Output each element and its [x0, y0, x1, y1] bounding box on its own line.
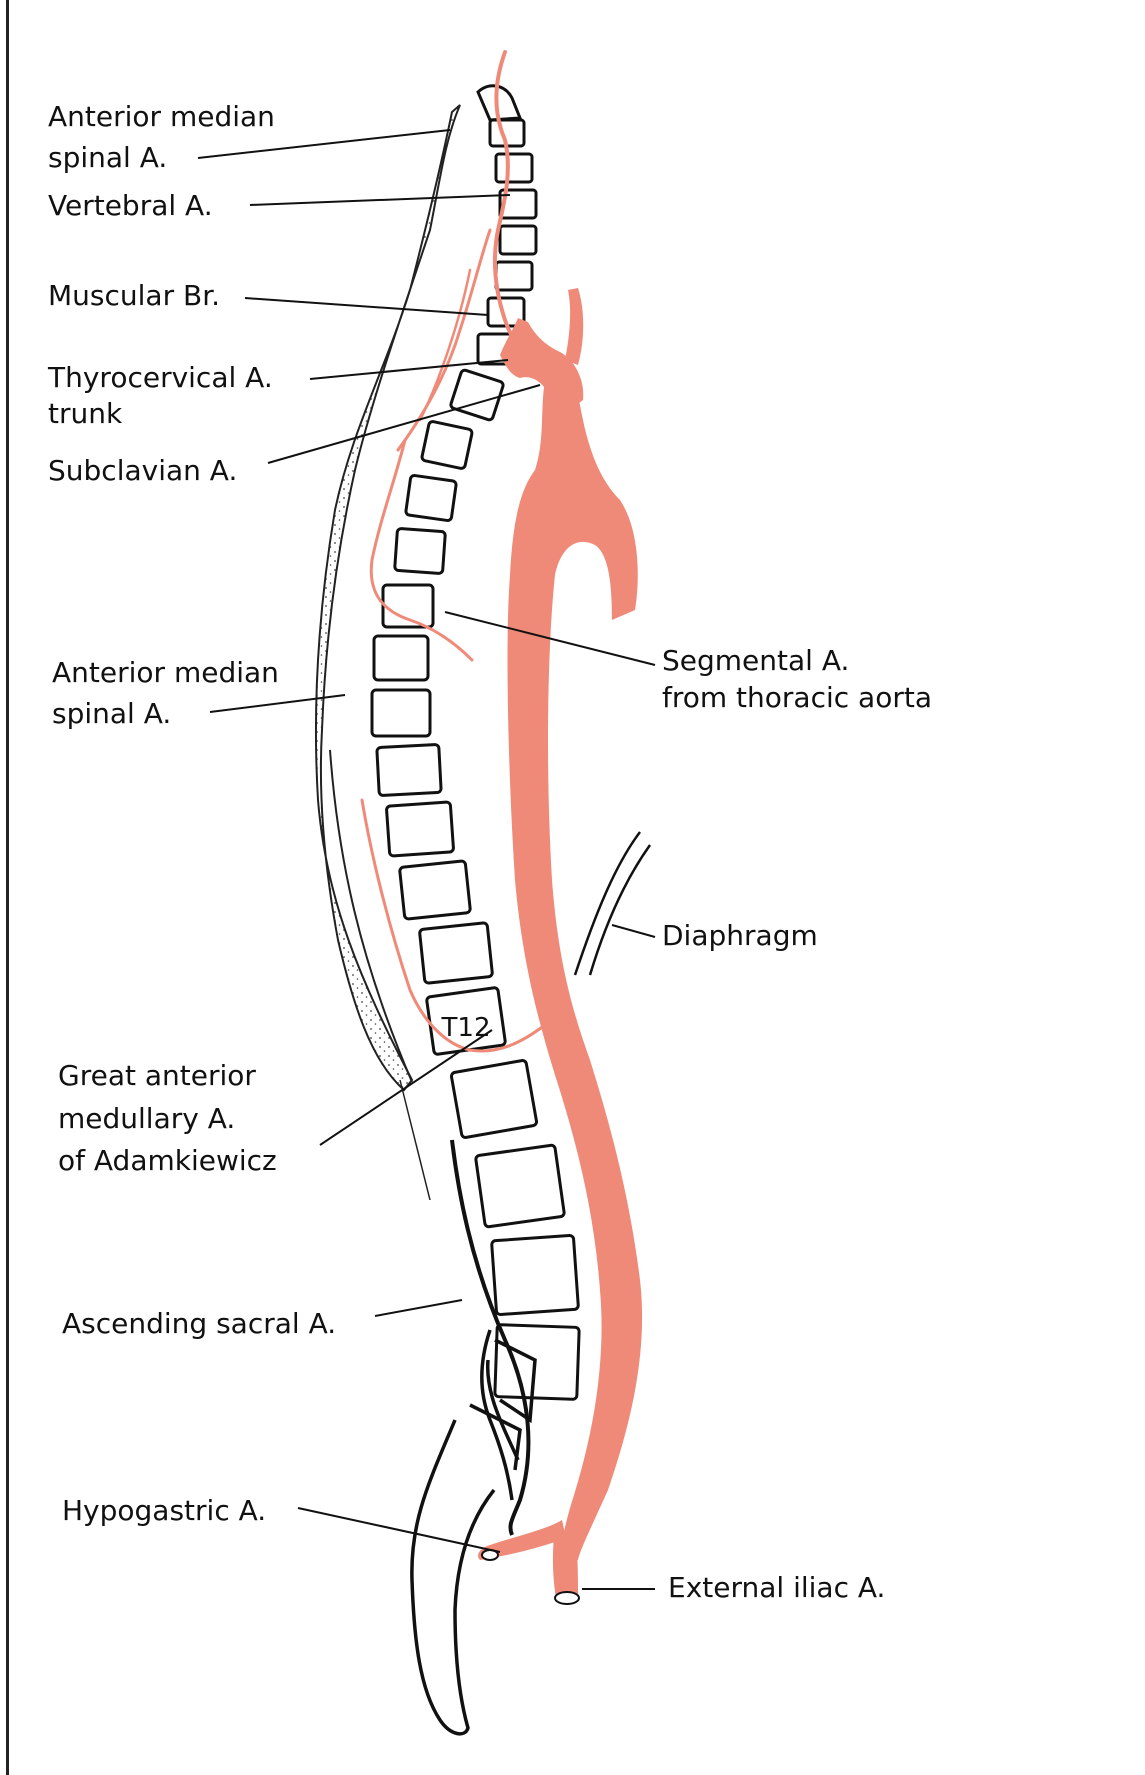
vertebra-c4 [500, 226, 536, 254]
label-thyrocervical-line2: trunk [48, 397, 123, 430]
label-great-anterior-line2: medullary A. [58, 1102, 235, 1135]
label-great-anterior-line3: of Adamkiewicz [58, 1144, 277, 1177]
label-vertebral: Vertebral A. [48, 189, 213, 222]
left-labels: Anterior median spinal A. Vertebral A. M… [47, 100, 336, 1527]
label-ascending-sacral: Ascending sacral A. [62, 1307, 336, 1340]
label-anterior-median-lower-line2: spinal A. [52, 697, 171, 730]
sacrum-outline [412, 1420, 494, 1734]
label-great-anterior-line1: Great anterior [58, 1059, 256, 1092]
vertebra-t6 [374, 636, 428, 680]
vertebra-t3 [405, 475, 456, 521]
vertebra-l2 [475, 1145, 564, 1227]
leader-subclavian [268, 385, 540, 463]
vertebra-c5 [496, 262, 532, 290]
vertebra-t1 [450, 369, 504, 421]
leader-anterior-median-upper [198, 130, 450, 158]
vertebra-t9 [386, 802, 453, 856]
label-muscular-br: Muscular Br. [48, 279, 220, 312]
common-carotid [565, 288, 583, 365]
vertebra-t4 [395, 528, 446, 573]
cord-tail [400, 1080, 430, 1200]
diaphragm-line-1 [575, 832, 640, 975]
external-iliac-cut [555, 1592, 579, 1604]
diaphragm-shape [575, 832, 650, 975]
vertebra-t10 [399, 861, 470, 920]
label-segmental-line2: from thoracic aorta [662, 681, 932, 714]
vertebra-l4 [495, 1325, 579, 1400]
external-iliac [553, 1535, 578, 1598]
leader-anterior-median-lower [210, 695, 345, 712]
label-thyrocervical-line1: Thyrocervical A. [47, 361, 273, 394]
vertebra-t12-label: T12 [441, 1013, 491, 1043]
leader-ascending-sacral [375, 1300, 462, 1316]
label-segmental-line1: Segmental A. [662, 644, 849, 677]
leader-muscular [245, 298, 488, 315]
label-anterior-median-lower-line1: Anterior median [52, 656, 279, 689]
label-external-iliac: External iliac A. [668, 1571, 885, 1604]
vertebra-t11 [419, 923, 492, 984]
label-diaphragm: Diaphragm [662, 919, 818, 952]
vertebra-l1 [451, 1060, 537, 1138]
vertebra-c2 [496, 154, 532, 182]
label-hypogastric: Hypogastric A. [62, 1494, 266, 1527]
label-anterior-median-upper-line2: spinal A. [48, 141, 167, 174]
leader-lines [198, 130, 655, 1589]
vertebra-t8 [377, 744, 441, 795]
label-anterior-median-upper-line1: Anterior median [48, 100, 275, 133]
leader-diaphragm [612, 925, 655, 937]
vertebra-t7 [372, 690, 430, 736]
vertebra-t2 [421, 421, 472, 469]
aorta [478, 288, 642, 1604]
vertebra-l3 [492, 1235, 579, 1315]
right-labels: Segmental A. from thoracic aorta Diaphra… [662, 644, 932, 1604]
leader-vertebral [250, 195, 510, 205]
label-subclavian: Subclavian A. [48, 454, 237, 487]
